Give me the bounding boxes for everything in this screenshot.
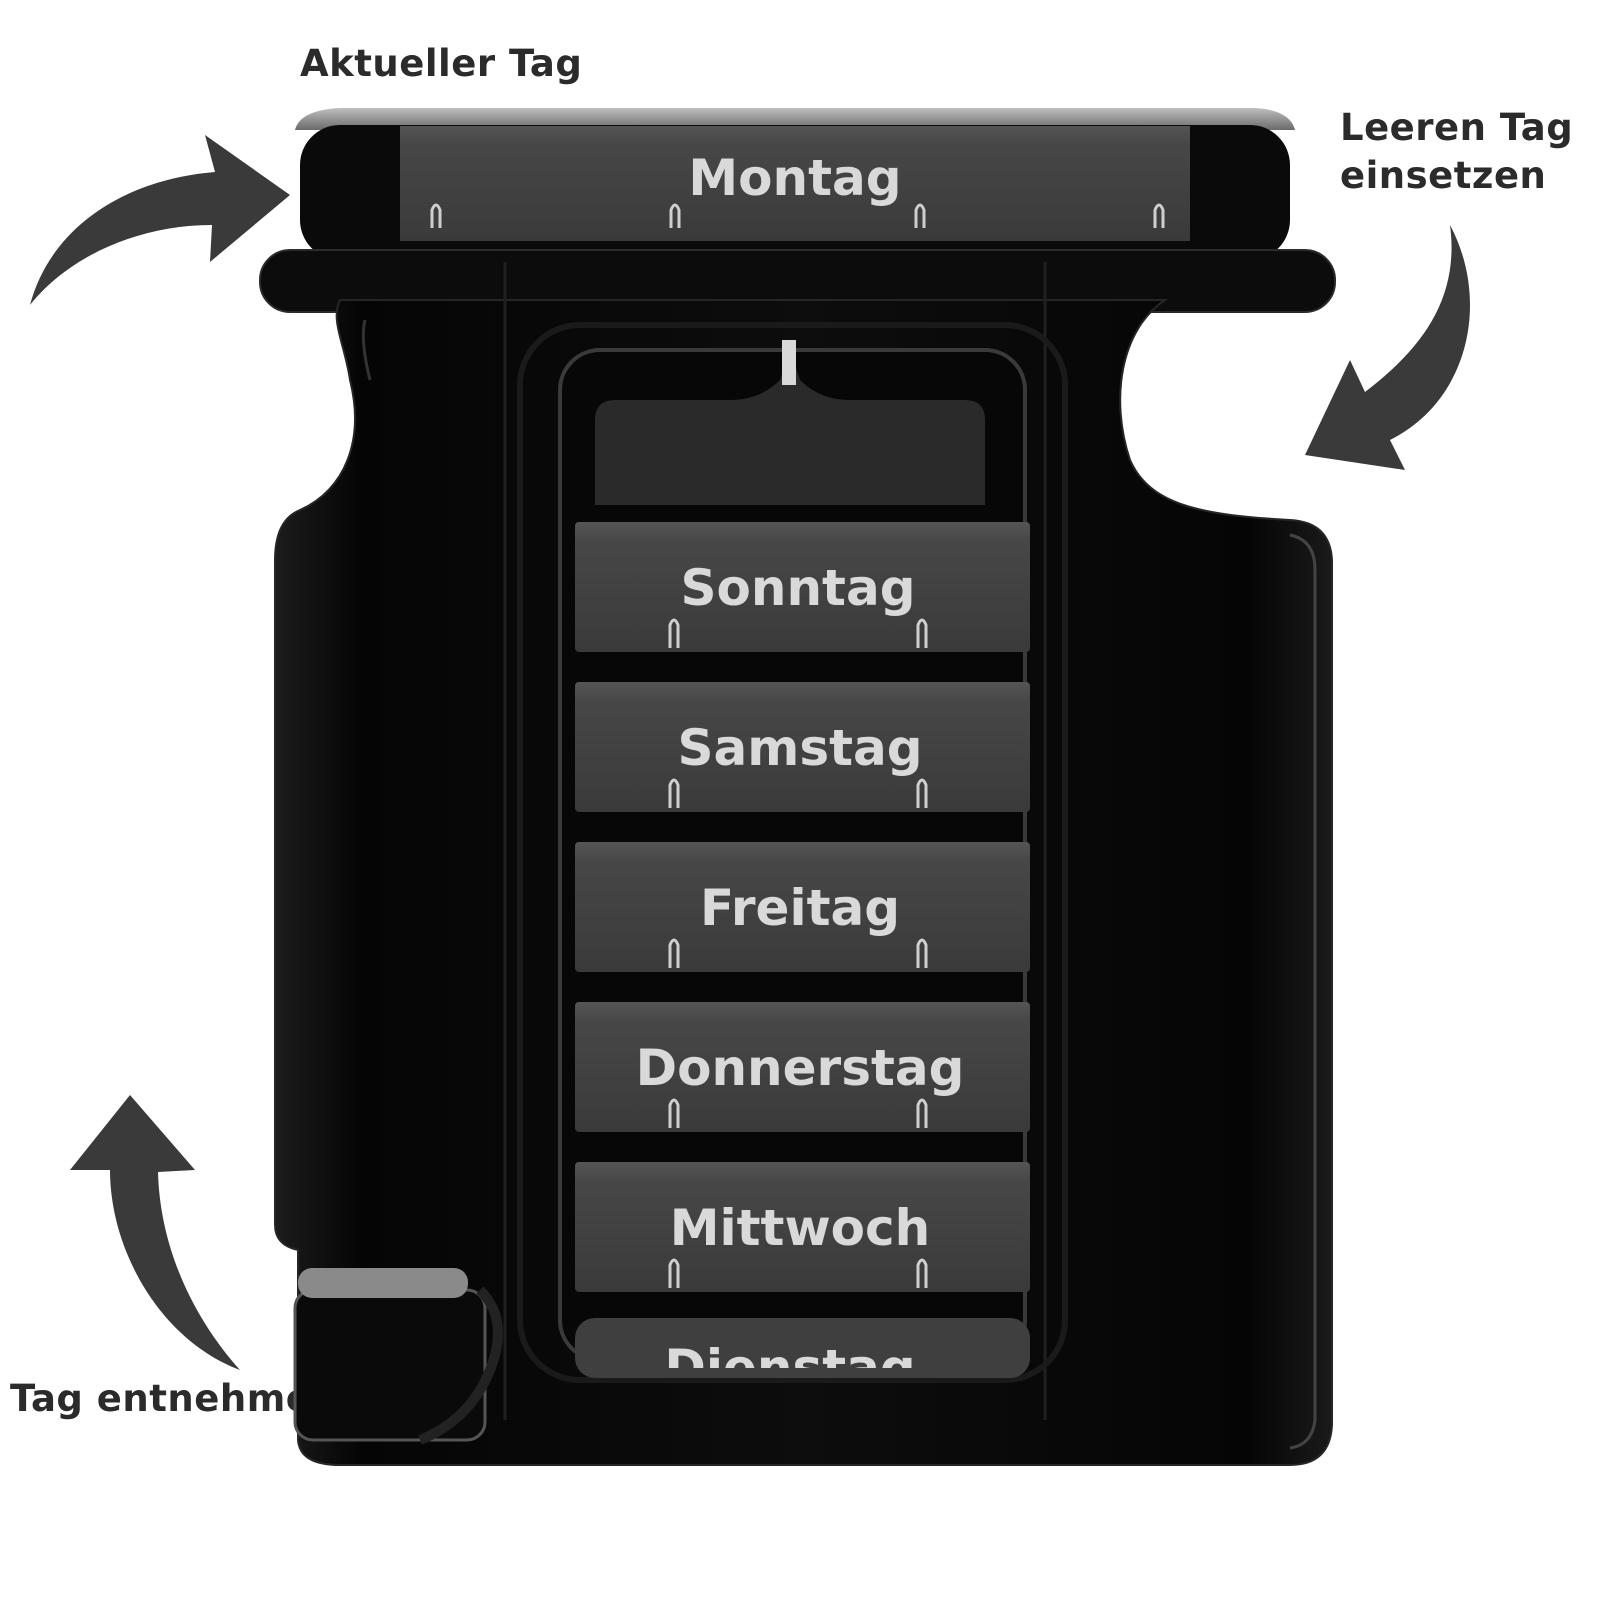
drawer-sonntag-label: Sonntag: [681, 559, 916, 617]
drawer-clip-marks: [430, 203, 1165, 228]
drawer-dienstag-label: Dienstag: [664, 1339, 915, 1397]
drawer-donnerstag[interactable]: Donnerstag: [575, 1002, 1030, 1132]
drawer-dienstag-partial: Dienstag: [575, 1318, 1030, 1397]
drawer-mittwoch[interactable]: Mittwoch: [575, 1162, 1030, 1292]
drawer-freitag-label: Freitag: [700, 879, 900, 937]
drawer-montag-label: Montag: [688, 149, 901, 207]
arrow-curved-up-icon: [70, 1095, 240, 1370]
callout-insert-empty-day: Leeren Tag einsetzen: [1340, 104, 1573, 200]
drawer-donnerstag-label: Donnerstag: [636, 1039, 965, 1097]
callout-insert-line2: einsetzen: [1340, 154, 1547, 197]
arrow-curved-right-icon: [30, 135, 290, 305]
callout-current-day-text: Aktueller Tag: [300, 42, 583, 85]
arrow-curved-down-icon: [1305, 225, 1470, 470]
drawer-freitag[interactable]: Freitag: [575, 842, 1030, 972]
bottom-drawer-slot: [293, 1268, 503, 1445]
drawer-montag[interactable]: Montag: [400, 126, 1190, 241]
drawer-mittwoch-label: Mittwoch: [670, 1199, 930, 1257]
callout-take-day: Tag entnehmen: [10, 1375, 338, 1423]
drawer-samstag[interactable]: Samstag: [575, 682, 1030, 812]
callout-take-day-text: Tag entnehmen: [10, 1377, 339, 1420]
callout-insert-line1: Leeren Tag: [1340, 106, 1574, 149]
top-lid: [295, 108, 1295, 130]
drawer-sonntag[interactable]: Sonntag: [575, 522, 1030, 652]
callout-current-day: Aktueller Tag: [300, 40, 582, 88]
drawer-stack: Sonntag Samstag Freitag Donnerstag Mittw…: [575, 522, 1030, 1397]
drawer-samstag-label: Samstag: [677, 719, 922, 777]
